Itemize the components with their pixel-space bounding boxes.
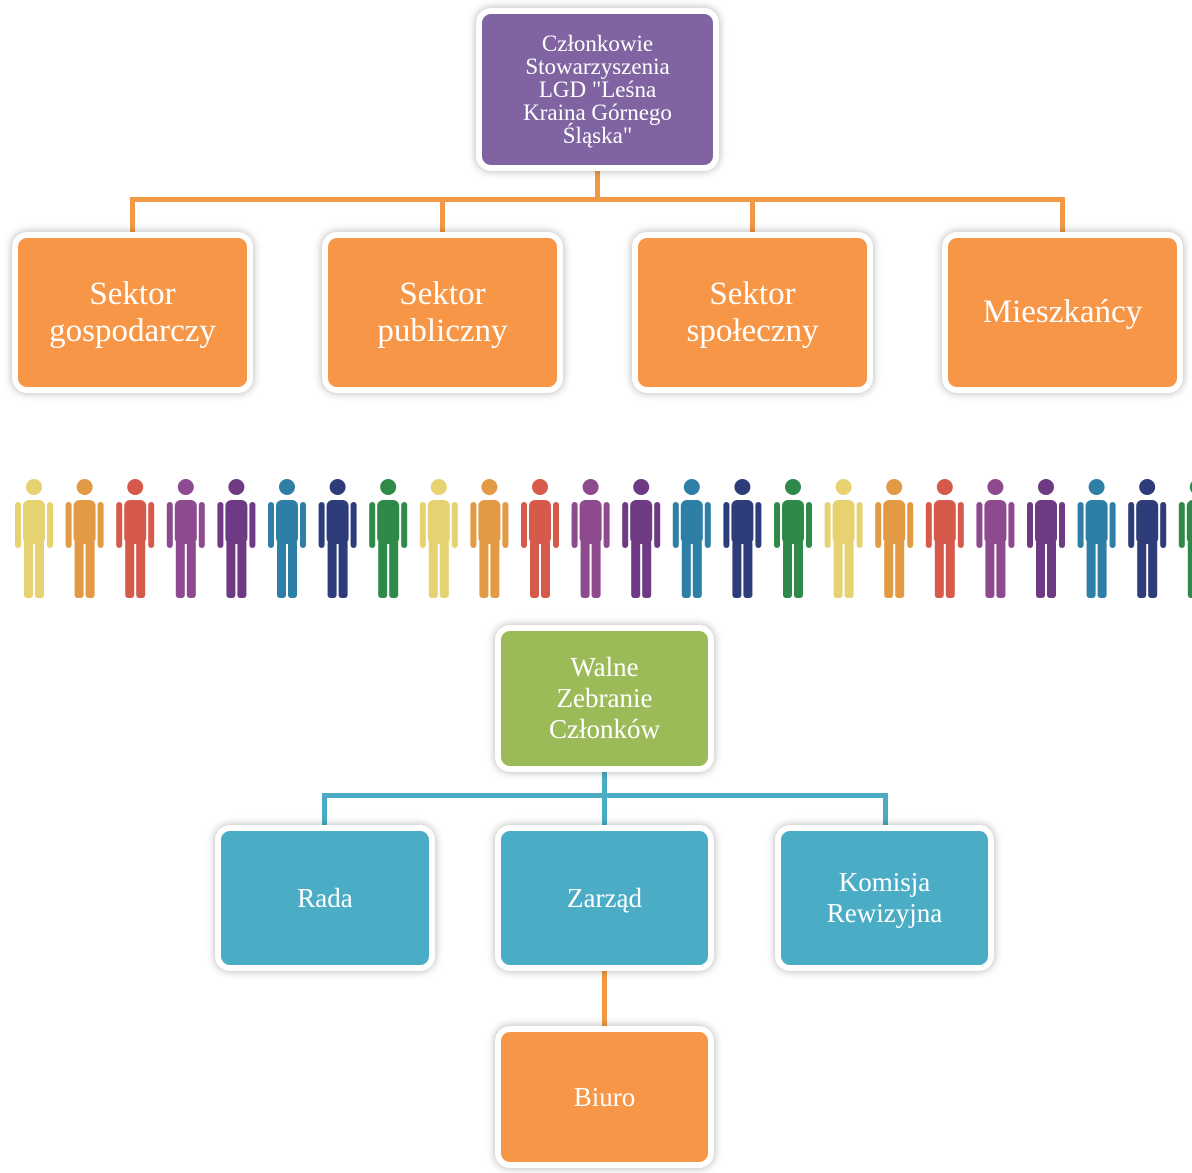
person-figure-icon [571, 479, 610, 598]
council-box: Rada [221, 831, 429, 965]
person-figure-icon [470, 479, 509, 598]
person-figure-icon [1128, 479, 1167, 598]
office-label: Biuro [573, 1081, 636, 1112]
person-figure-icon [925, 479, 964, 598]
board-box: Zarząd [501, 831, 708, 965]
audit-committee-box: Komisja Rewizyjna [781, 831, 988, 965]
bottom-connector-drop-1 [322, 793, 327, 830]
root-members-label: Członkowie Stowarzyszenia LGD "Leśna Kra… [523, 31, 672, 148]
person-figure-icon [419, 479, 458, 598]
office-box: Biuro [501, 1032, 708, 1162]
person-figure-icon [622, 479, 661, 598]
person-figure-icon [65, 479, 104, 598]
person-figure-icon [166, 479, 205, 598]
person-figure-icon [369, 479, 408, 598]
person-figure-icon [976, 479, 1015, 598]
bottom-connector-drop-3 [883, 793, 888, 830]
sector-social-label: Sektor społeczny [686, 275, 819, 349]
residents-label: Mieszkańcy [982, 294, 1143, 330]
sector-economic-label: Sektor gospodarczy [49, 275, 216, 349]
bottom-connector-board-office [602, 965, 607, 1031]
sector-public-label: Sektor publiczny [377, 275, 508, 349]
person-figure-icon [774, 479, 812, 598]
top-connector-drop-2 [440, 197, 445, 239]
person-figure-icon [1077, 479, 1116, 598]
person-figure-icon [318, 479, 357, 598]
residents-box: Mieszkańcy [948, 238, 1177, 387]
top-connector-drop-3 [750, 197, 755, 239]
person-figure-icon [723, 479, 762, 598]
person-figure-icon [824, 479, 863, 598]
top-connector-bus [130, 197, 1065, 202]
general-assembly-box: Walne Zebranie Członków [501, 631, 708, 766]
sector-economic-box: Sektor gospodarczy [18, 238, 247, 387]
sector-public-box: Sektor publiczny [328, 238, 557, 387]
person-figure-icon [521, 479, 559, 598]
top-connector-drop-1 [130, 197, 135, 239]
person-figure-icon [1027, 479, 1065, 598]
general-assembly-label: Walne Zebranie Członków [549, 652, 660, 744]
council-label: Rada [297, 882, 353, 913]
people-strip-illustration [15, 479, 1192, 598]
audit-committee-label: Komisja Rewizyjna [826, 867, 943, 928]
top-connector-drop-4 [1060, 197, 1065, 239]
sector-social-box: Sektor społeczny [638, 238, 867, 387]
person-figure-icon [217, 479, 256, 598]
person-figure-icon [268, 479, 306, 598]
person-figure-icon [116, 479, 155, 598]
bottom-connector-bus [322, 793, 888, 798]
person-figure-icon [15, 479, 53, 598]
bottom-connector-root-stem [602, 766, 607, 830]
person-figure-icon [672, 479, 711, 598]
top-connector-root-stem [595, 168, 600, 202]
person-figure-icon [1178, 481, 1192, 598]
board-label: Zarząd [567, 882, 642, 913]
person-figure-icon [875, 479, 914, 598]
root-members-box: Członkowie Stowarzyszenia LGD "Leśna Kra… [482, 14, 713, 165]
